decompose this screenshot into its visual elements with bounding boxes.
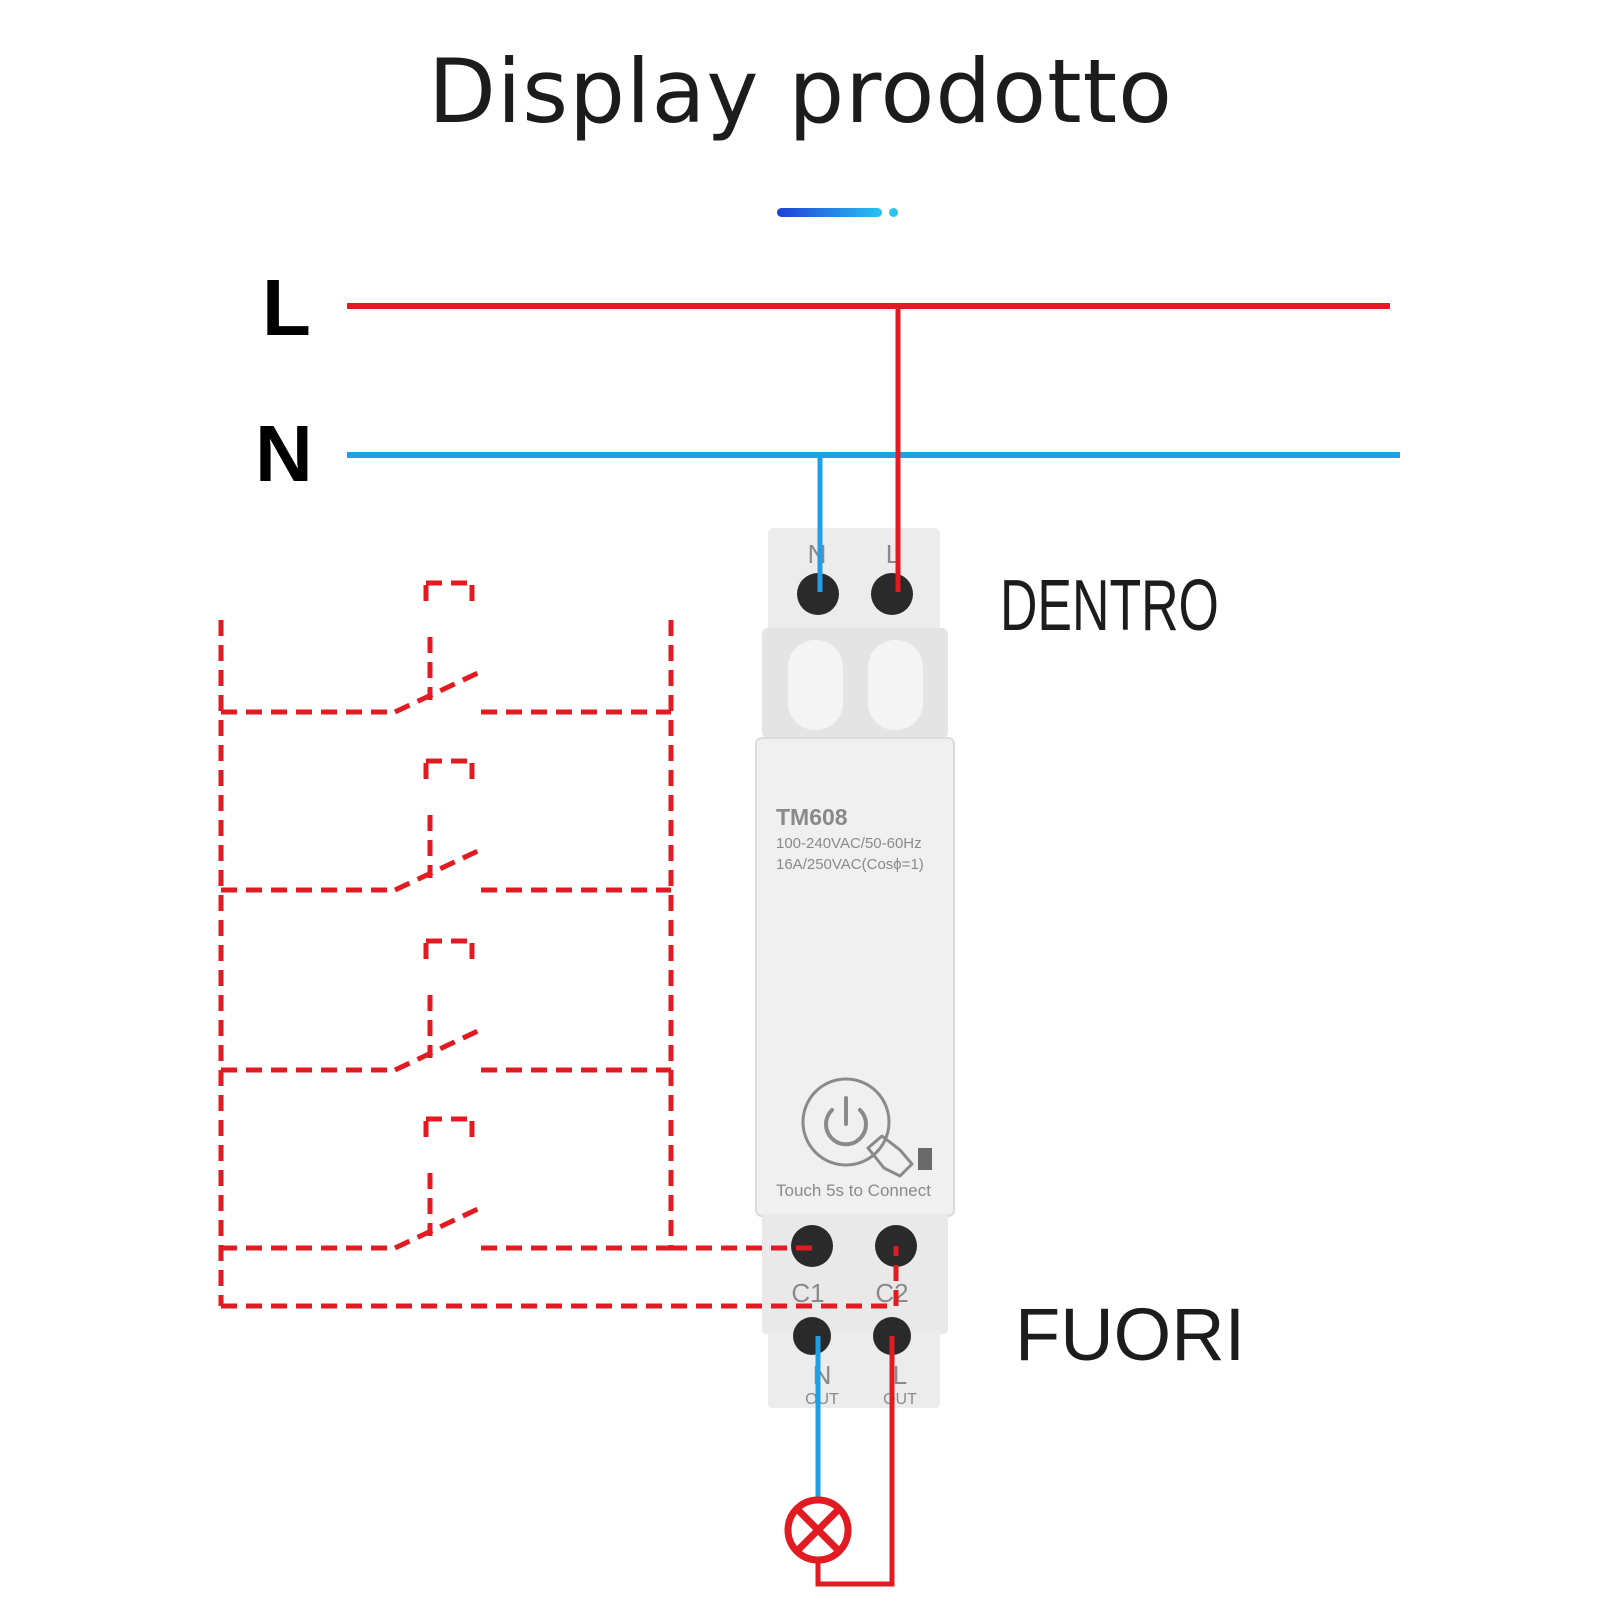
status-led [918, 1148, 932, 1170]
terminal-label-n-out: N [813, 1360, 832, 1390]
device-model: TM608 [776, 804, 848, 830]
device-top-cap [768, 528, 940, 643]
device-groove-left [788, 640, 843, 730]
switch-blade-4 [393, 1205, 482, 1251]
device-lower-body [762, 1214, 948, 1334]
input-label: DENTRO [1000, 566, 1219, 646]
title-underline-dot [889, 208, 898, 217]
terminal-screw-n-out [793, 1317, 831, 1355]
device-rating-current: 16A/250VAC(Cosϕ=1) [776, 856, 924, 873]
switch-blade-1 [393, 669, 482, 715]
power-icon[interactable] [801, 1077, 891, 1167]
terminal-label-out-right: OUT [883, 1391, 917, 1408]
switch-ladder [218, 580, 899, 1309]
terminal-label-l-out: L [893, 1360, 907, 1390]
lamp-icon [784, 1496, 852, 1564]
terminal-screw-l-in [871, 573, 913, 615]
title-underline [777, 208, 882, 217]
switch-blade-3 [393, 1027, 482, 1073]
relay-device: N L TM608 100-240VAC/50-60Hz 16A/250VAC(… [755, 528, 955, 1408]
touch-hand-icon [866, 1134, 914, 1178]
touch-hint-text: Touch 5s to Connect [776, 1181, 931, 1200]
terminal-screw-n-in [797, 573, 839, 615]
terminal-label-out-left: OUT [805, 1391, 839, 1408]
terminal-label-c2: C2 [875, 1278, 908, 1308]
terminal-label-n-in: N [808, 539, 827, 569]
neutral-bus-label: N [255, 409, 313, 498]
page-title: Display prodotto [428, 40, 1173, 143]
switch-blade-2 [393, 847, 482, 893]
terminal-label-c1: C1 [791, 1278, 824, 1308]
line-bus-label: L [262, 263, 311, 352]
device-rating-voltage: 100-240VAC/50-60Hz [776, 835, 922, 852]
output-label: FUORI [1015, 1293, 1246, 1376]
device-groove-right [868, 640, 923, 730]
line-out-wire [815, 1336, 895, 1587]
